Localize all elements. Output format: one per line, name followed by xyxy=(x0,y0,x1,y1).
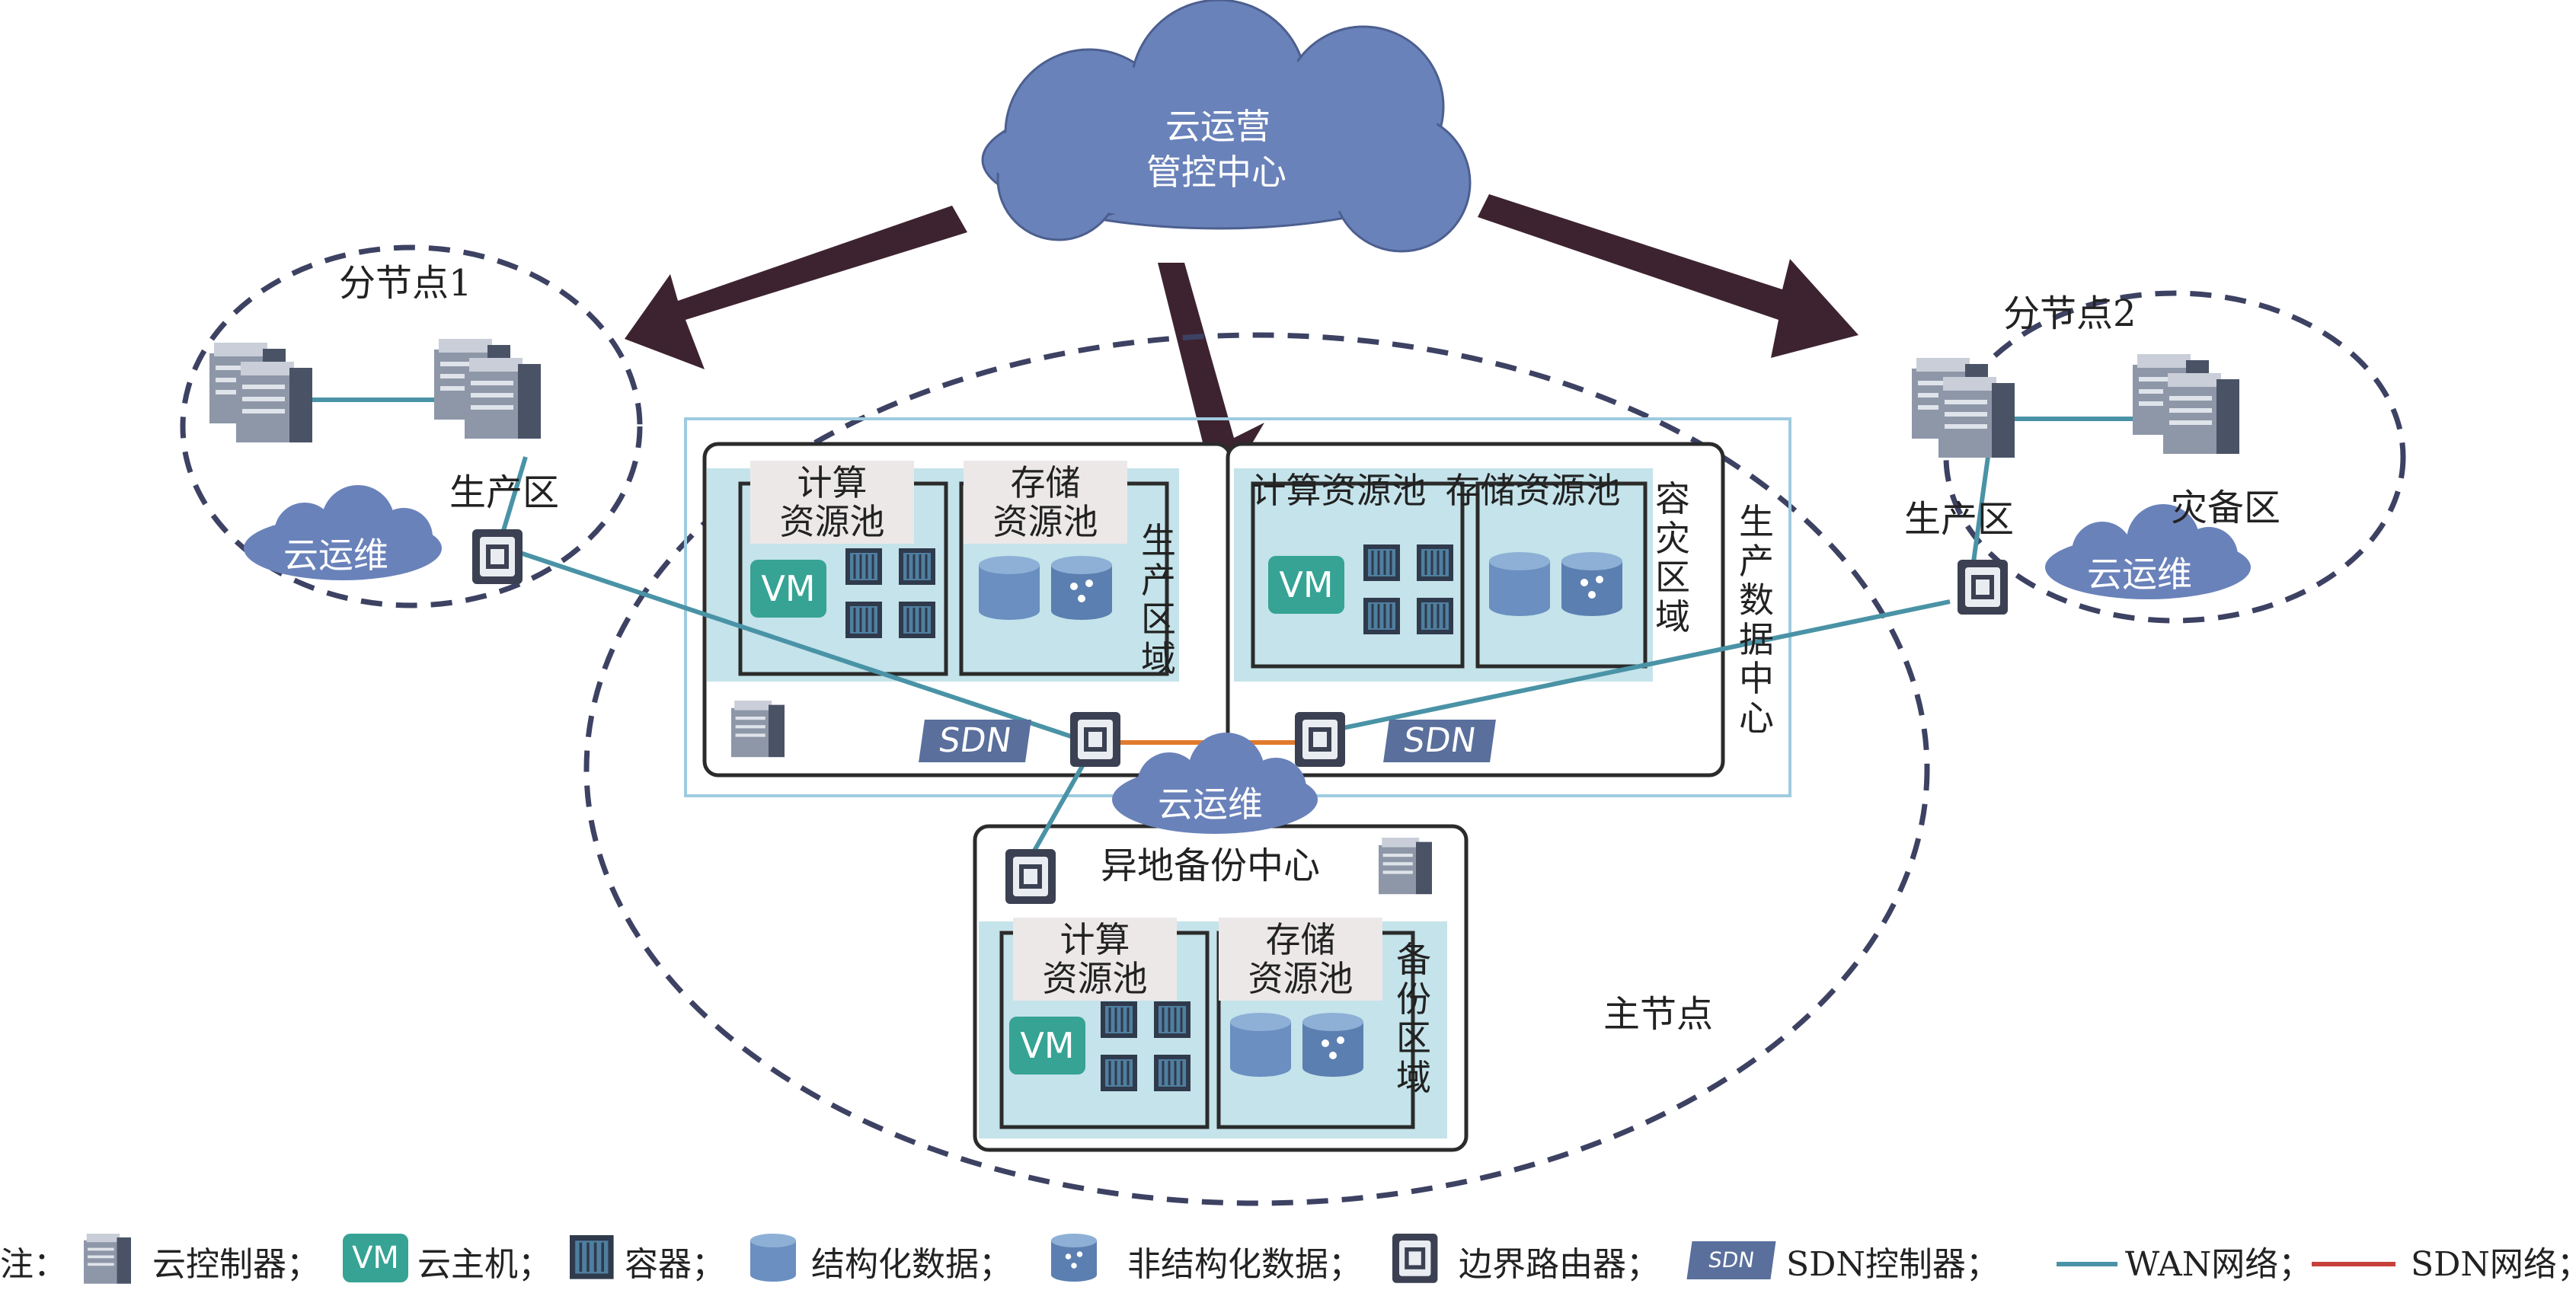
legend-vm: 云主机； xyxy=(417,1245,551,1284)
cloud-ops-center-line1: 云运营 xyxy=(1165,106,1270,147)
production-dc-label: 生产数据中心 xyxy=(1739,501,1774,739)
branch1-title: 分节点1 xyxy=(339,262,472,305)
branch1-cloud-ops: 云运维 xyxy=(283,535,388,576)
sdn-controller-right: SDN xyxy=(1383,720,1496,762)
branch2-title: 分节点2 xyxy=(2003,292,2137,335)
legend-unstructured-data: 非结构化数据； xyxy=(1127,1245,1362,1284)
wan-links xyxy=(305,398,2148,870)
legend-sdn-network: SDN网络； xyxy=(2411,1245,2576,1284)
legend-prefix: 注： xyxy=(0,1245,67,1284)
legend: 注： 云控制器； VM 云主机； 容器； 结构化数据； 非结构化数据； 边界路由… xyxy=(0,1226,2576,1302)
dr-compute-pool-title: 计算资源池 xyxy=(1251,470,1427,511)
legend-border-router: 边界路由器； xyxy=(1459,1245,1660,1284)
branch2-production-label: 生产区 xyxy=(1904,498,2015,541)
backup-vm-badge: VM xyxy=(1009,1017,1085,1074)
branch2-disaster-label: 灾备区 xyxy=(2171,487,2281,529)
node-boundaries xyxy=(180,244,2406,1206)
small-clouds xyxy=(244,485,2251,834)
sdn-controller-left: SDN xyxy=(919,720,1031,762)
prod-compute-pool-title: 计算 资源池 xyxy=(750,461,914,544)
legend-sdn-icon: SDN xyxy=(1686,1241,1776,1279)
legend-vm-icon: VM xyxy=(343,1234,408,1282)
legend-sdn-controller: SDN控制器； xyxy=(1786,1245,1999,1284)
dr-storage-pool-title: 存储资源池 xyxy=(1445,470,1621,511)
branch1-production-label: 生产区 xyxy=(449,471,560,514)
dr-vm-badge: VM xyxy=(1268,556,1344,614)
main-cloud-ops: 云运维 xyxy=(1158,784,1263,825)
legend-structured-data: 结构化数据； xyxy=(811,1245,1012,1284)
legend-icons xyxy=(84,1234,2395,1284)
backup-zone-label: 备份区域 xyxy=(1396,939,1431,1098)
legend-wan: WAN网络； xyxy=(2125,1245,2312,1284)
backup-dc-title: 异地备份中心 xyxy=(1101,845,1321,887)
branch1-servers xyxy=(209,339,541,442)
prod-zone-label: 生产区域 xyxy=(1141,520,1176,679)
dr-zone-label: 容灾区域 xyxy=(1655,478,1690,637)
prod-storage-pool-title: 存储 资源池 xyxy=(964,461,1127,544)
main-node-label: 主节点 xyxy=(1603,993,1714,1036)
cloud-ops-center-line2: 管控中心 xyxy=(1146,152,1286,193)
backup-storage-pool-title: 存储 资源池 xyxy=(1219,918,1382,1001)
legend-cloud-controller: 云控制器； xyxy=(152,1245,320,1284)
cloud-operation-center xyxy=(981,0,1472,253)
branch2-servers xyxy=(1912,354,2239,458)
branch2-cloud-ops: 云运维 xyxy=(2087,554,2192,595)
prod-vm-badge: VM xyxy=(750,560,826,618)
legend-container: 容器； xyxy=(625,1245,725,1284)
backup-compute-pool-title: 计算 资源池 xyxy=(1013,918,1177,1001)
